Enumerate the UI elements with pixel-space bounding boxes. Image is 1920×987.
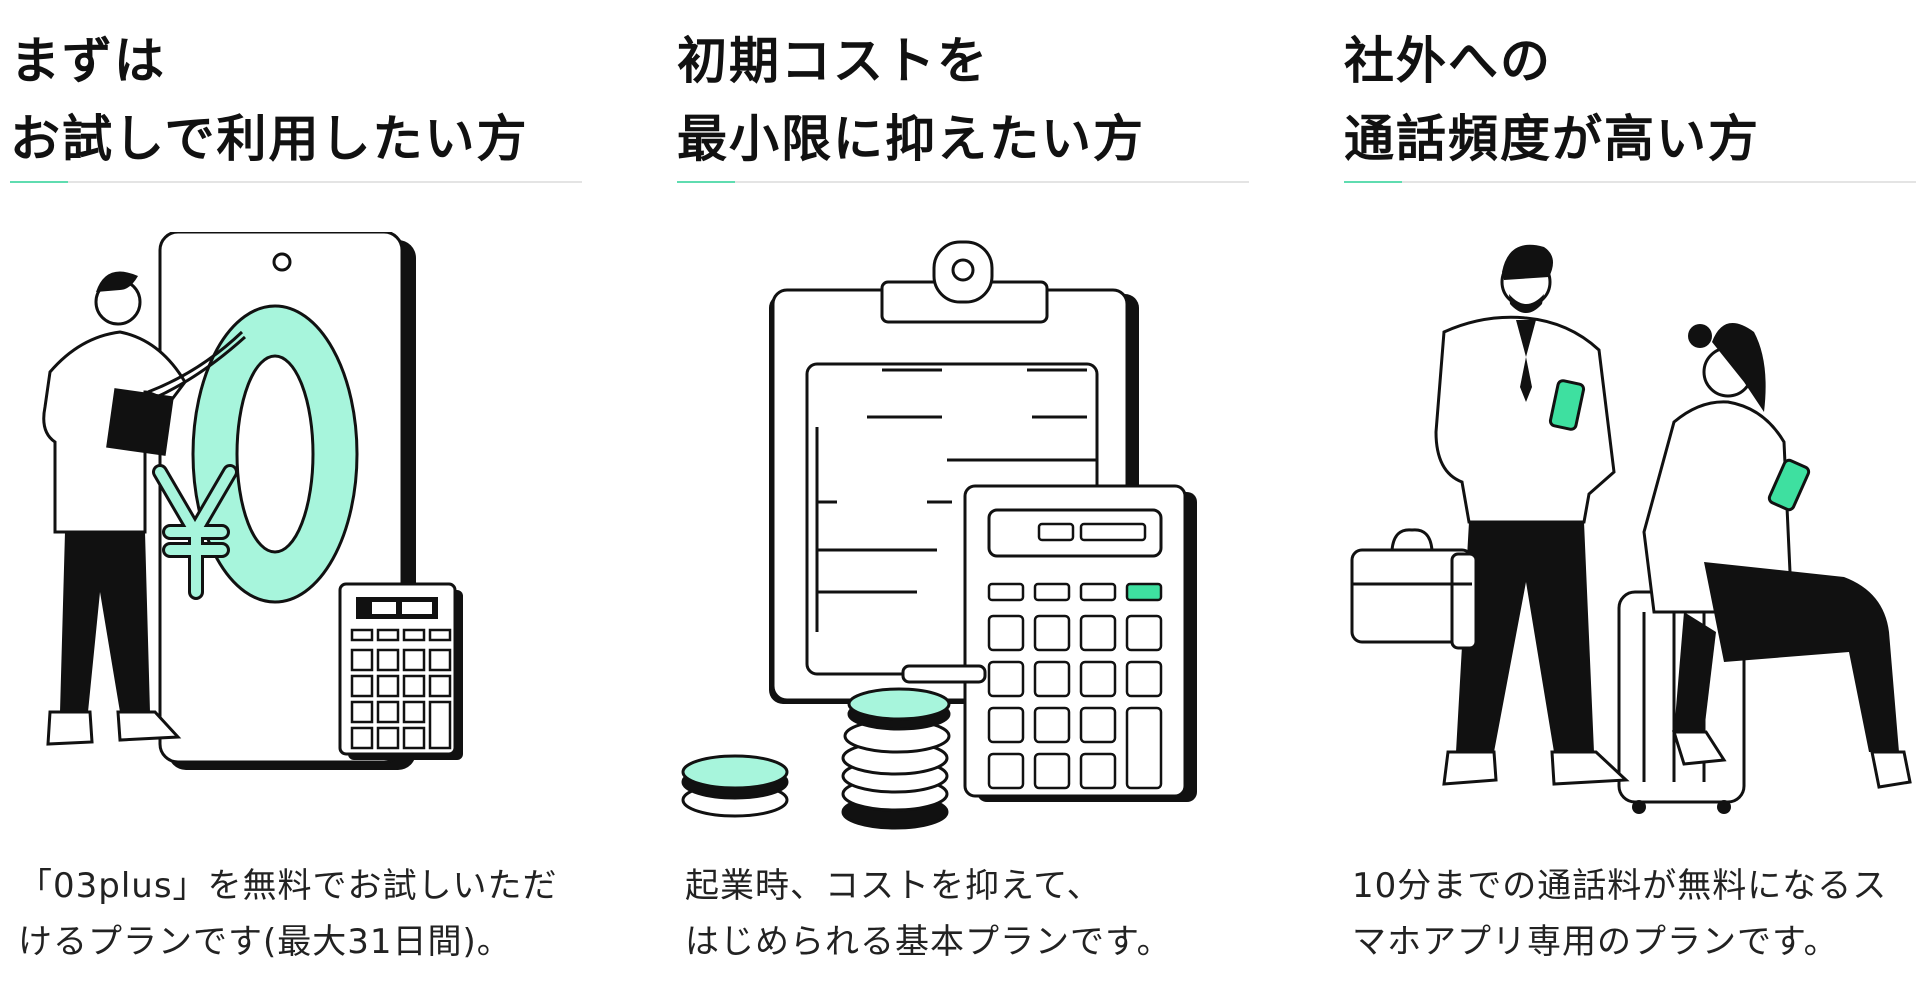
illustration-business-travelers — [1344, 232, 1916, 832]
card-heading: 社外への 通話頻度が高い方 — [1344, 22, 1916, 178]
card-heading-line1: 初期コストを — [677, 32, 989, 90]
card-heading: まずは お試しで利用したい方 — [10, 22, 582, 178]
card-heading-line1: まずは — [10, 32, 166, 90]
card-description-line1: 10分までの通話料が無料になるス — [1352, 866, 1888, 906]
heading-divider — [10, 181, 582, 183]
divider-accent — [1344, 181, 1402, 183]
card-heading-line2: お試しで利用したい方 — [10, 110, 529, 168]
illustration-person-zero-yen — [10, 232, 582, 832]
business-travelers-illustration-icon — [1350, 244, 1912, 814]
card-description: 10分までの通話料が無料になるス マホアプリ専用のプランです。 — [1352, 858, 1920, 970]
card-description: 「03plus」を無料でお試しいただ けるプランです(最大31日間)。 — [18, 858, 590, 970]
divider-accent — [677, 181, 735, 183]
clipboard-calculator-illustration-icon — [681, 240, 1197, 830]
card-heading-line2: 通話頻度が高い方 — [1344, 110, 1760, 168]
card-heading: 初期コストを 最小限に抑えたい方 — [677, 22, 1249, 178]
card-description: 起業時、コストを抑えて、 はじめられる基本プランです。 — [685, 858, 1257, 970]
zero-yen-illustration-icon — [42, 232, 463, 770]
card-description-line2: はじめられる基本プランです。 — [685, 922, 1172, 962]
card-description-line1: 起業時、コストを抑えて、 — [685, 866, 1102, 906]
illustration-clipboard-calculator — [677, 232, 1249, 832]
card-description-line1: 「03plus」を無料でお試しいただ — [18, 866, 558, 906]
heading-divider — [677, 181, 1249, 183]
card-description-line2: けるプランです(最大31日間)。 — [18, 922, 512, 962]
card-heading-line1: 社外への — [1344, 32, 1552, 90]
plan-card-smartphone: 社外への 通話頻度が高い方 — [1344, 0, 1916, 987]
card-heading-line2: 最小限に抑えたい方 — [677, 110, 1145, 168]
divider-accent — [10, 181, 68, 183]
plan-card-basic: 初期コストを 最小限に抑えたい方 — [677, 0, 1249, 987]
card-description-line2: マホアプリ専用のプランです。 — [1352, 922, 1839, 962]
heading-divider — [1344, 181, 1916, 183]
plan-card-trial: まずは お試しで利用したい方 — [10, 0, 582, 987]
